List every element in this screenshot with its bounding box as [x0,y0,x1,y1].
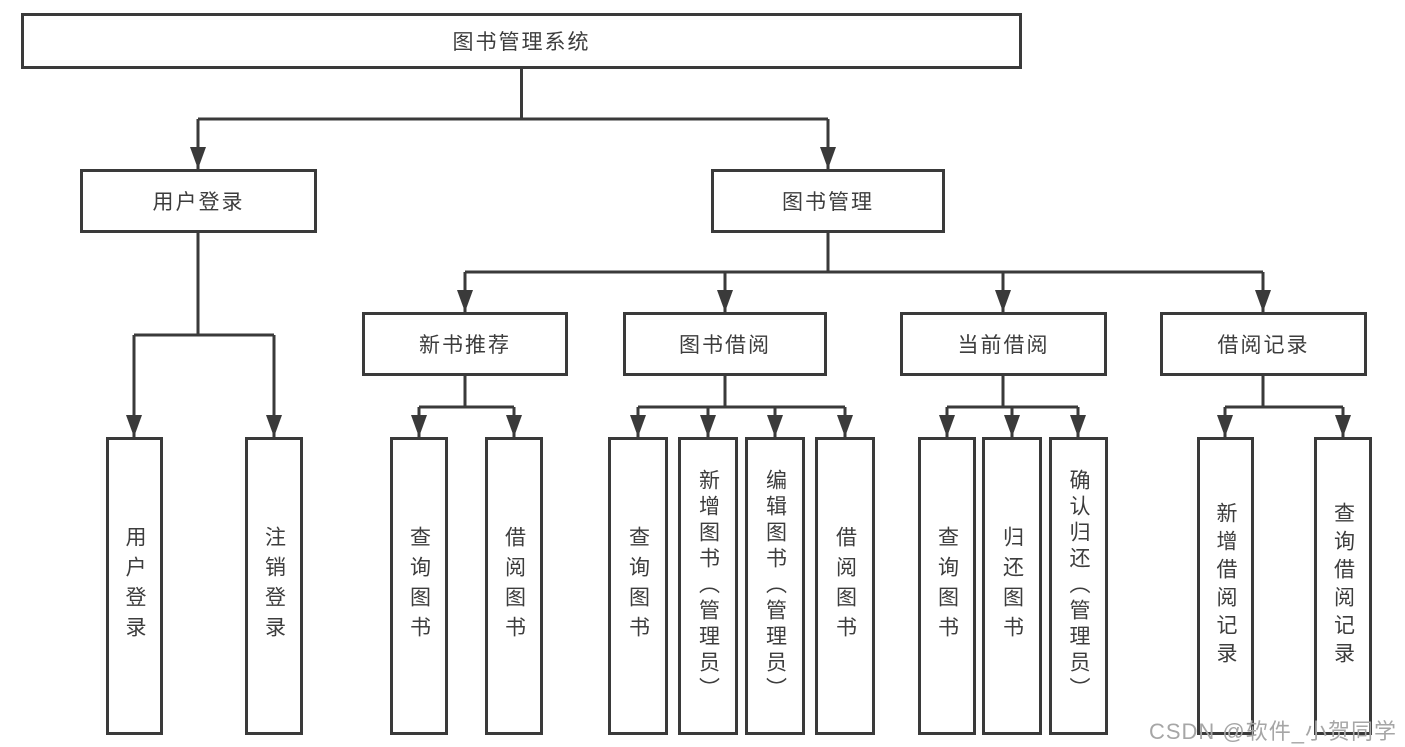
leaf-add-books-admin: 新增图书（管理员） [678,437,738,735]
leaf-user-login-label: 用户登录 [123,526,146,646]
root-node-library-system: 图书管理系统 [21,13,1022,69]
node-book-management-label: 图书管理 [782,191,874,214]
leaf-query-books-recommend-label: 查询图书 [407,526,431,646]
leaf-logout: 注销登录 [245,437,303,735]
leaf-query-books-borrowing-label: 查询图书 [626,526,650,646]
node-book-borrowing-label: 图书借阅 [679,334,771,357]
node-user-login-label: 用户登录 [152,191,245,214]
node-current-borrowing-label: 当前借阅 [957,334,1050,357]
leaf-query-books-borrowing: 查询图书 [608,437,668,735]
leaf-confirm-return-admin: 确认归还（管理员） [1049,437,1108,735]
node-new-book-recommend-label: 新书推荐 [419,334,511,357]
leaf-borrow-books-recommend-label: 借阅图书 [502,526,526,646]
leaf-return-books-label: 归还图书 [1000,526,1024,646]
leaf-return-books: 归还图书 [982,437,1042,735]
leaf-query-books-current-label: 查询图书 [935,526,959,646]
node-borrowing-records-label: 借阅记录 [1217,334,1310,357]
leaf-borrow-books-label: 借阅图书 [833,526,857,646]
leaf-borrow-books-recommend: 借阅图书 [485,437,543,735]
node-borrowing-records: 借阅记录 [1160,312,1367,376]
leaf-query-borrow-record-label: 查询借阅记录 [1331,502,1355,670]
leaf-logout-label: 注销登录 [262,526,286,646]
leaf-edit-books-admin: 编辑图书（管理员） [745,437,805,735]
leaf-add-borrow-record: 新增借阅记录 [1197,437,1254,735]
leaf-borrow-books: 借阅图书 [815,437,875,735]
node-current-borrowing: 当前借阅 [900,312,1107,376]
leaf-user-login: 用户登录 [106,437,163,735]
leaf-add-books-admin-label: 新增图书（管理员） [696,469,720,703]
root-node-label: 图书管理系统 [452,31,591,54]
node-book-borrowing: 图书借阅 [623,312,827,376]
leaf-add-borrow-record-label: 新增借阅记录 [1214,502,1237,670]
leaf-query-books-recommend: 查询图书 [390,437,448,735]
node-user-login: 用户登录 [80,169,317,233]
node-new-book-recommend: 新书推荐 [362,312,568,376]
leaf-edit-books-admin-label: 编辑图书（管理员） [763,469,787,703]
leaf-query-borrow-record: 查询借阅记录 [1314,437,1372,735]
node-book-management: 图书管理 [711,169,945,233]
csdn-watermark: CSDN @软件_小贺同学 [1148,719,1397,744]
leaf-query-books-current: 查询图书 [918,437,976,735]
leaf-confirm-return-admin-label: 确认归还（管理员） [1067,469,1090,703]
